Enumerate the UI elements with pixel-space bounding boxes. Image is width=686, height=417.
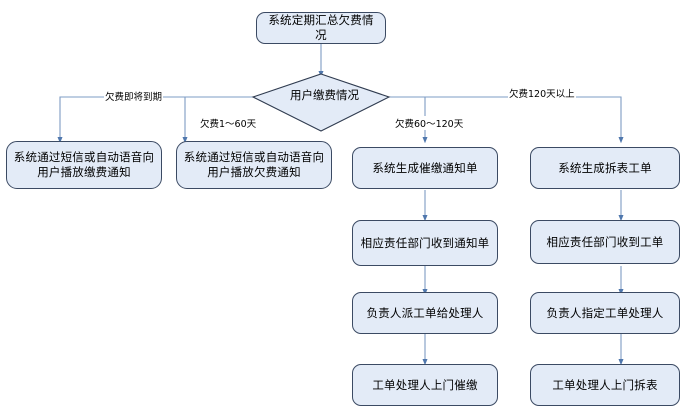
node-start[interactable]: 系统定期汇总欠费情况 bbox=[256, 12, 386, 44]
node-branch-60-120-1[interactable]: 系统生成催缴通知单 bbox=[352, 147, 498, 189]
node-branch-1-60-1[interactable]: 系统通过短信或自动语音向用户播放欠费通知 bbox=[176, 141, 332, 189]
node-label: 系统通过短信或自动语音向用户播放缴费通知 bbox=[13, 150, 155, 179]
node-decision-label: 用户缴费情况 bbox=[290, 88, 359, 102]
node-branch-60-120-2[interactable]: 相应责任部门收到通知单 bbox=[352, 220, 498, 266]
edge-label-days-1-60: 欠费1～60天 bbox=[199, 116, 258, 130]
edge-label-near-due: 欠费即将到期 bbox=[104, 89, 164, 103]
node-label: 工单处理人上门拆表 bbox=[552, 377, 658, 392]
node-label: 工单处理人上门催缴 bbox=[372, 377, 478, 392]
node-branch-over-120-4[interactable]: 工单处理人上门拆表 bbox=[530, 364, 680, 406]
edge-label-days-over-120: 欠费120天以上 bbox=[508, 86, 576, 100]
node-branch-near-due-1[interactable]: 系统通过短信或自动语音向用户播放缴费通知 bbox=[6, 141, 162, 189]
node-label: 相应责任部门收到通知单 bbox=[360, 235, 490, 250]
node-branch-60-120-3[interactable]: 负责人派工单给处理人 bbox=[352, 292, 498, 334]
node-branch-60-120-4[interactable]: 工单处理人上门催缴 bbox=[352, 364, 498, 406]
edge-label-days-60-120: 欠费60～120天 bbox=[394, 116, 465, 130]
node-label: 系统生成催缴通知单 bbox=[372, 160, 478, 175]
node-start-label: 系统定期汇总欠费情况 bbox=[268, 13, 374, 42]
node-label: 系统生成拆表工单 bbox=[558, 160, 652, 175]
node-branch-over-120-1[interactable]: 系统生成拆表工单 bbox=[530, 147, 680, 189]
node-label: 负责人指定工单处理人 bbox=[546, 305, 664, 320]
node-branch-over-120-3[interactable]: 负责人指定工单处理人 bbox=[530, 292, 680, 334]
node-label: 相应责任部门收到工单 bbox=[546, 234, 664, 249]
node-branch-over-120-2[interactable]: 相应责任部门收到工单 bbox=[530, 220, 680, 264]
node-label: 系统通过短信或自动语音向用户播放欠费通知 bbox=[183, 150, 325, 179]
node-label: 负责人派工单给处理人 bbox=[366, 305, 484, 320]
